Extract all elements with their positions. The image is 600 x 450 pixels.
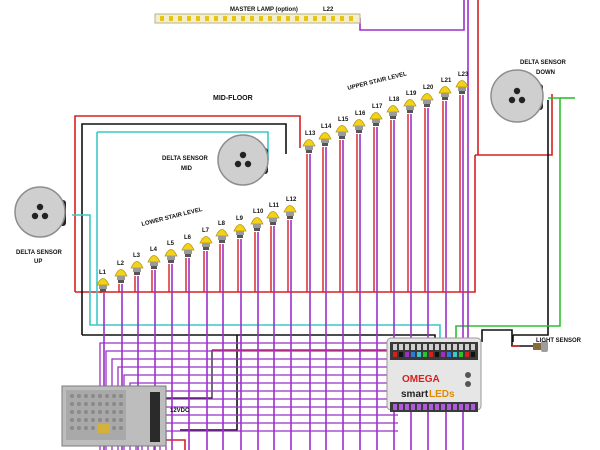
lamp-label: L7: [202, 228, 210, 234]
lower-stair-label: LOWER STAIR LEVEL: [141, 207, 203, 228]
lamp-label: L6: [184, 235, 192, 241]
omega-controller: OMEGA smart LEDs: [386, 337, 482, 412]
lamp-label: L18: [389, 97, 400, 103]
lamp-label: L9: [236, 216, 244, 222]
lamp-l8: L8: [215, 221, 229, 243]
lamp-label: L23: [458, 72, 469, 78]
lamp-label: L4: [150, 247, 158, 253]
lamp-l14: L14: [318, 124, 332, 146]
controller-name-b: LEDs: [429, 389, 455, 400]
lamp-label: L19: [406, 91, 417, 97]
sensor-up-sub: UP: [34, 259, 42, 265]
lamp-l13: L13: [302, 131, 316, 153]
lamp-l18: L18: [386, 97, 400, 119]
delta-sensor-up: DELTA SENSOR UP: [14, 186, 66, 265]
lamp-l7: L7: [199, 228, 213, 250]
lamp-l5: L5: [164, 241, 178, 263]
sensor-up-title: DELTA SENSOR: [16, 250, 63, 256]
sensor-mid-sub: MID: [181, 166, 193, 172]
lamp-l19: L19: [403, 91, 417, 113]
lamp-l11: L11: [266, 203, 280, 225]
sensor-down-title: DELTA SENSOR: [520, 60, 567, 66]
lamp-l12: L12: [283, 197, 297, 219]
lamp-label: L10: [253, 209, 264, 215]
master-lamp-strip: MASTER LAMP (option) L22: [154, 7, 361, 24]
lamp-l17: L17: [369, 104, 383, 126]
upper-stair-label: UPPER STAIR LEVEL: [347, 71, 408, 92]
lamp-l4: L4: [147, 247, 161, 269]
lamp-l23: L23: [455, 72, 469, 94]
sensor-down-sub: DOWN: [536, 70, 555, 76]
lamp-label: L20: [423, 85, 434, 91]
mid-floor-label: MID-FLOOR: [213, 95, 253, 102]
lamp-label: L8: [218, 221, 226, 227]
lamp-label: L21: [441, 78, 452, 84]
lamp-label: L16: [355, 111, 366, 117]
lamp-label: L1: [99, 270, 107, 276]
delta-sensor-mid: DELTA SENSOR MID: [162, 134, 269, 186]
lamp-l3: L3: [130, 253, 144, 275]
master-lamp-label: MASTER LAMP (option): [230, 7, 298, 13]
light-sensor-label: LIGHT SENSOR: [536, 338, 582, 344]
controller-brand: OMEGA: [402, 374, 440, 385]
lamp-label: L12: [286, 197, 297, 203]
lamp-label: L15: [338, 117, 349, 123]
lamp-l9: L9: [233, 216, 247, 238]
sensor-mid-title: DELTA SENSOR: [162, 156, 209, 162]
lamp-label: L14: [321, 124, 332, 130]
power-supply: 12VDC: [61, 385, 190, 447]
master-lamp-id: L22: [323, 7, 334, 13]
lamps: L1L2L3L4L5L6L7L8L9L10L11L12L13L14L15L16L…: [96, 72, 469, 292]
lamp-l6: L6: [181, 235, 195, 257]
lamp-l16: L16: [352, 111, 366, 133]
lamp-label: L5: [167, 241, 175, 247]
lamp-l15: L15: [335, 117, 349, 139]
lamp-label: L3: [133, 253, 141, 259]
lamp-label: L17: [372, 104, 383, 110]
delta-sensor-down: DELTA SENSOR DOWN: [490, 60, 567, 123]
lamp-l20: L20: [420, 85, 434, 107]
lamp-label: L11: [269, 203, 280, 209]
power-label: 12VDC: [170, 408, 190, 414]
lamp-label: L13: [305, 131, 316, 137]
controller-name-a: smart: [401, 389, 429, 400]
lamp-l10: L10: [250, 209, 264, 231]
light-sensor: LIGHT SENSOR: [533, 338, 582, 352]
lamp-l21: L21: [438, 78, 452, 100]
lamp-l1: L1: [96, 270, 110, 292]
lamp-l2: L2: [114, 261, 128, 283]
lamp-label: L2: [117, 261, 125, 267]
